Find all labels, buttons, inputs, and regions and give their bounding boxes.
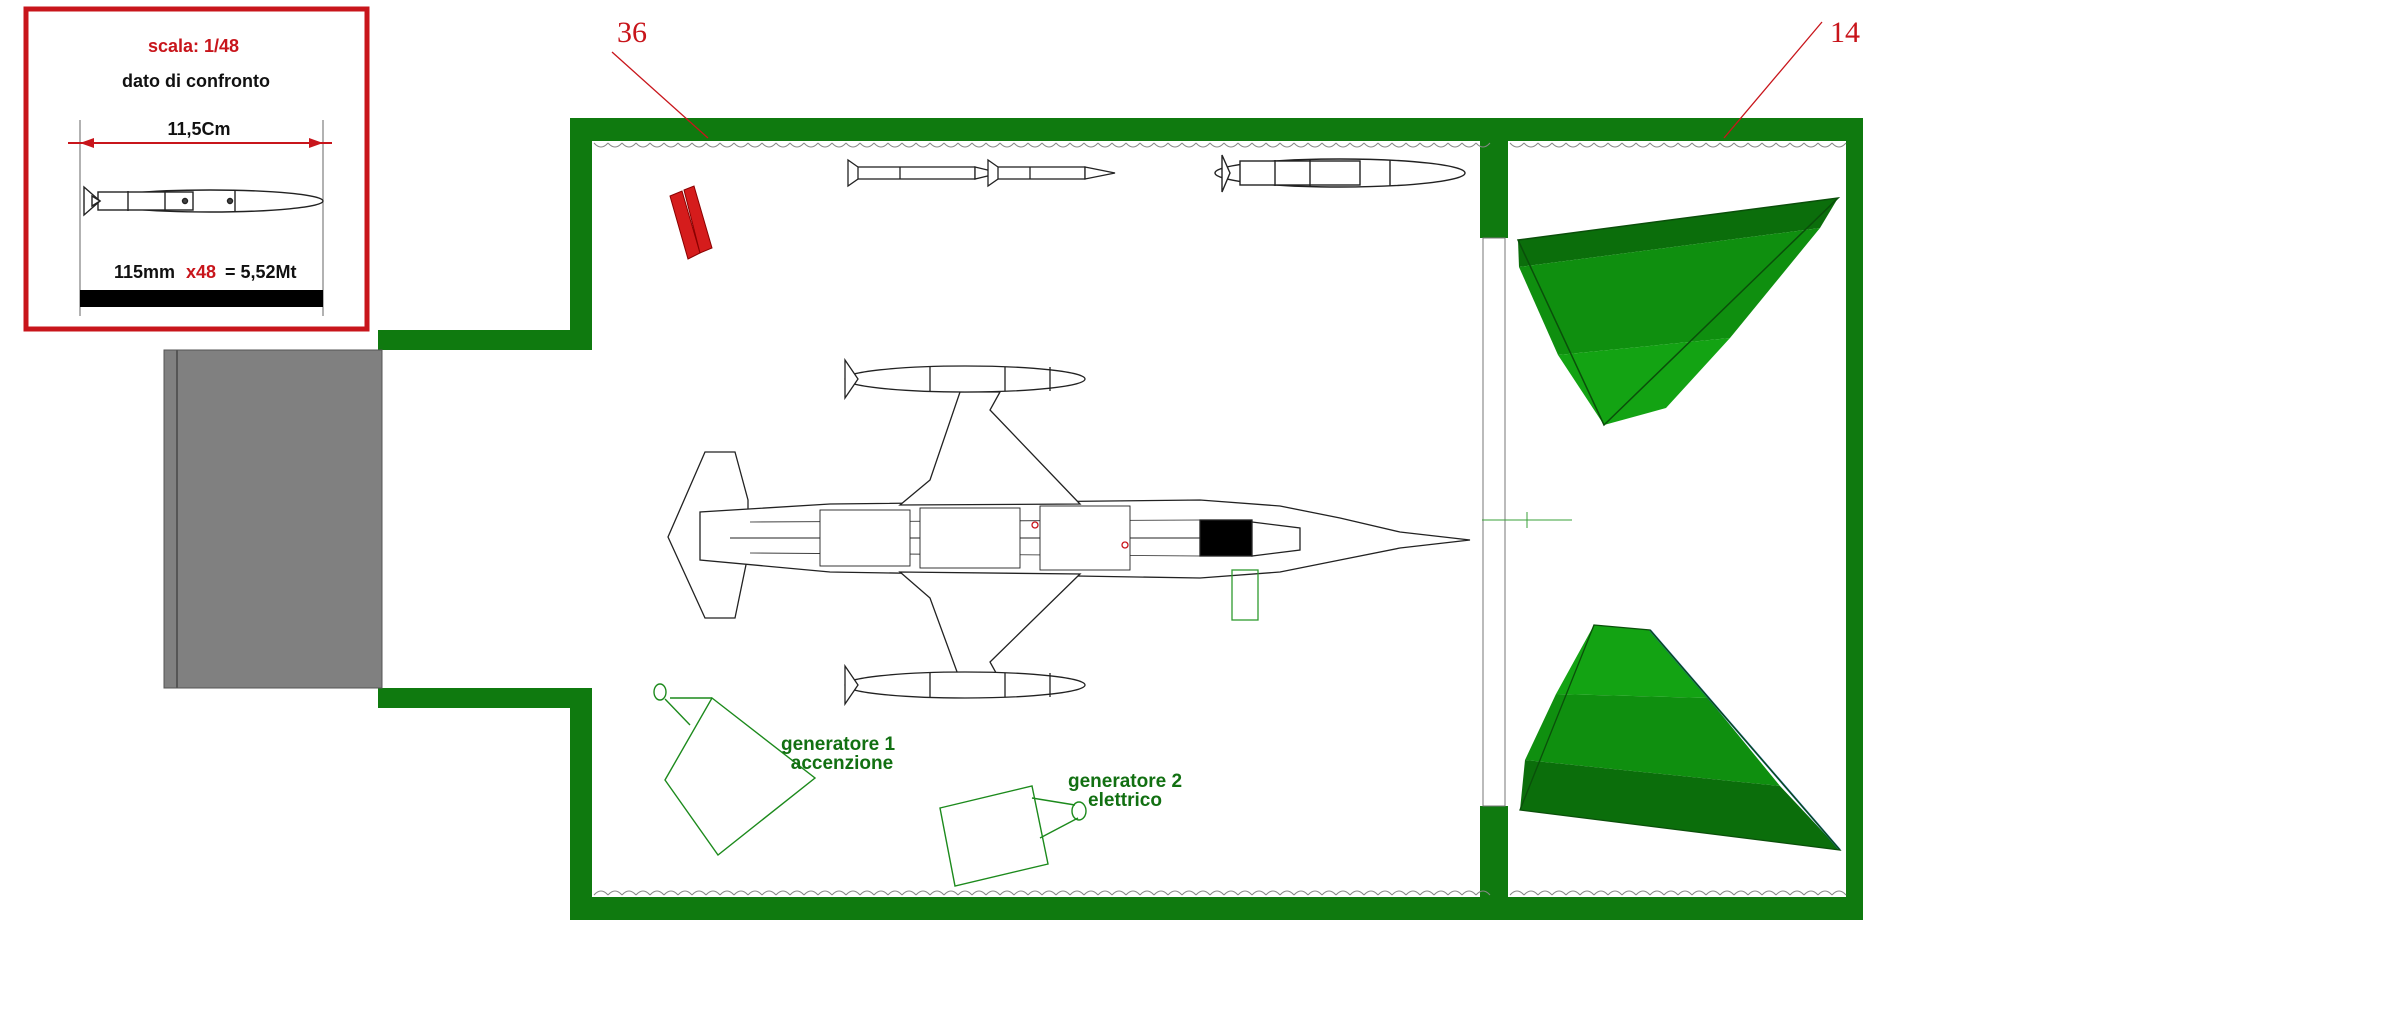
- callout-14-number: 14: [1830, 16, 1860, 49]
- blast-deflector-upper: [1516, 196, 1841, 427]
- blast-deflector-lower: [1519, 624, 1842, 851]
- stored-missile-2: [987, 158, 1116, 188]
- scale-legend: scala: 1/48 dato di confronto 11,5Cm 115…: [23, 6, 370, 332]
- scale-bar: [80, 290, 323, 307]
- wall-texture: [593, 142, 1847, 896]
- legend-scale-value: 1/48: [204, 36, 239, 56]
- hangar-door-opening: [1482, 237, 1506, 807]
- callout-36-number: 36: [617, 16, 647, 49]
- alignment-mark: [1482, 512, 1572, 528]
- callout-36: 36: [611, 16, 709, 139]
- legend-compare-title: dato di confronto: [122, 71, 270, 91]
- hangar-walls: [378, 118, 1863, 920]
- rear-door-block: [163, 349, 383, 689]
- aircraft-top-view: [667, 357, 1471, 707]
- generator-2: [939, 785, 1087, 887]
- callout-14: 14: [1723, 16, 1860, 139]
- generator-2-label: generatore 2 elettrico: [1068, 771, 1182, 811]
- generator-1: [653, 683, 817, 857]
- generator-1-label-line2: accenzione: [791, 753, 893, 774]
- reference-bomb-icon: [83, 185, 324, 217]
- generator-1-label: generatore 1 accenzione: [781, 734, 895, 774]
- legend-scale-label: scala:: [148, 36, 199, 56]
- legend-border: [23, 6, 370, 332]
- red-chocks: [669, 185, 713, 260]
- generator-2-label-line1: generatore 2: [1068, 771, 1182, 792]
- generator-2-label-line2: elettrico: [1088, 790, 1162, 811]
- legend-formula-right: = 5,52Mt: [225, 262, 297, 282]
- generator-1-label-line1: generatore 1: [781, 734, 895, 755]
- legend-formula-left: 115mm: [114, 262, 175, 282]
- legend-formula-mult: x48: [186, 262, 216, 282]
- legend-measure: 11,5Cm: [167, 119, 230, 139]
- stored-fuel-tank: [1214, 154, 1466, 193]
- stored-missile-1: [847, 158, 1001, 188]
- dimension-line: [68, 120, 332, 316]
- boarding-ladder: [1231, 569, 1259, 621]
